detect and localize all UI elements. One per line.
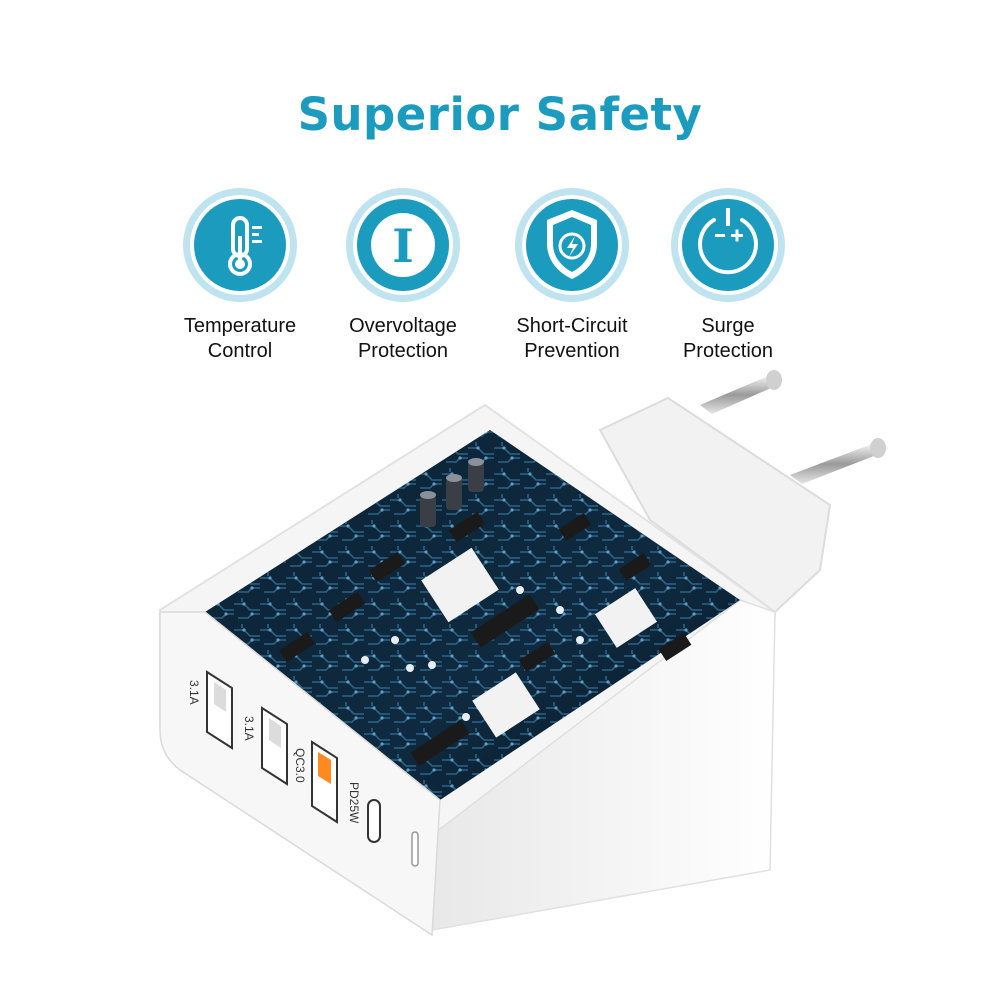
- led-indicator: [411, 831, 419, 867]
- feature-overvoltage-protection: I Overvoltage Protection: [318, 186, 488, 364]
- qc3-port: [311, 740, 338, 824]
- usb-a-port-2: [261, 706, 288, 786]
- port-label: 3.1A: [242, 716, 256, 741]
- plug-pin: [790, 438, 886, 484]
- feature-label: Short-Circuit Prevention: [516, 315, 628, 362]
- svg-text:I: I: [392, 219, 414, 273]
- board-capacitors: [420, 458, 484, 527]
- page-title: Superior Safety: [297, 88, 703, 141]
- surge-power-icon: [671, 188, 785, 302]
- port-label: QC3.0: [293, 748, 307, 783]
- feature-short-circuit-prevention: Short-Circuit Prevention: [487, 186, 657, 364]
- plug-base: [598, 396, 832, 614]
- overvoltage-i-icon: I: [346, 188, 460, 302]
- usb-c-port: [367, 799, 381, 843]
- feature-label: Temperature Control: [183, 315, 297, 362]
- plug-pin: [700, 370, 782, 414]
- shield-lightning-icon: [515, 188, 629, 302]
- thermometer-icon: [183, 188, 297, 302]
- port-label: 3.1A: [187, 680, 201, 705]
- feature-temperature-control: Temperature Control: [155, 186, 325, 364]
- board-chips: [278, 511, 692, 767]
- feature-label: Surge Protection: [682, 315, 774, 362]
- port-label: PD25W: [347, 782, 361, 824]
- usb-a-port-1: [206, 670, 233, 750]
- feature-surge-protection: Surge Protection: [643, 186, 813, 364]
- feature-label: Overvoltage Protection: [349, 315, 457, 362]
- board-pads: [361, 586, 584, 721]
